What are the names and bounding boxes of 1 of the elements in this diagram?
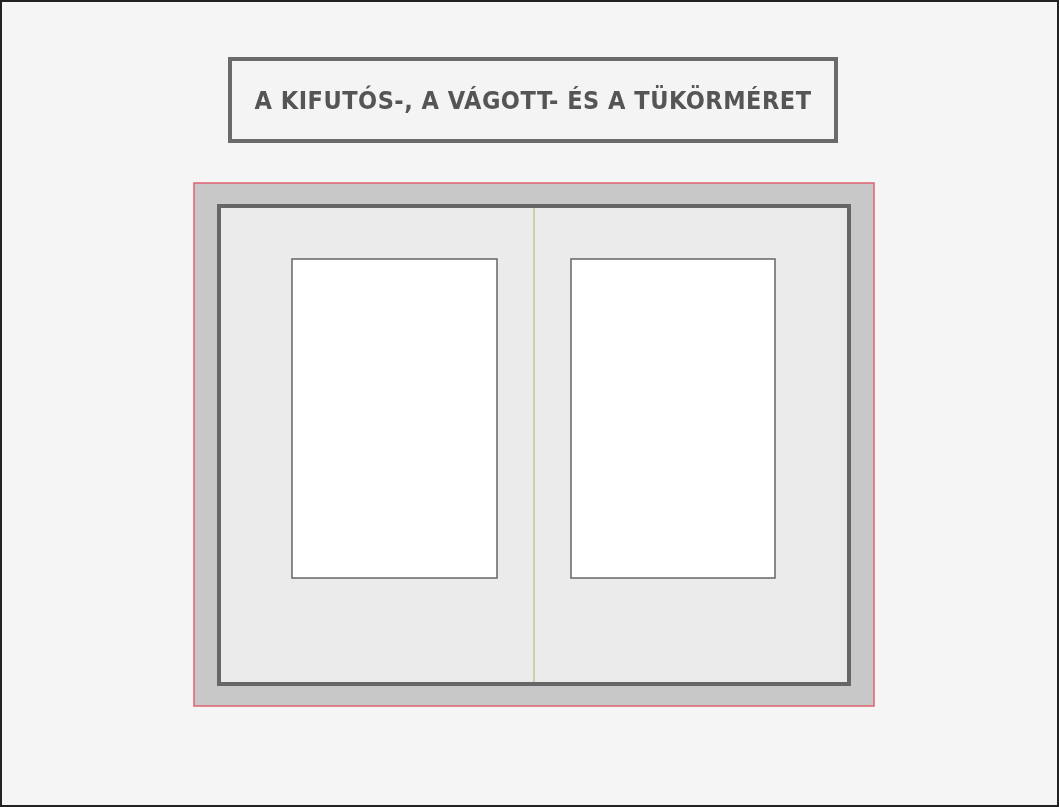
title-box: A KIFUTÓS-, A VÁGOTT- ÉS A TÜKÖRMÉRET	[228, 57, 838, 143]
